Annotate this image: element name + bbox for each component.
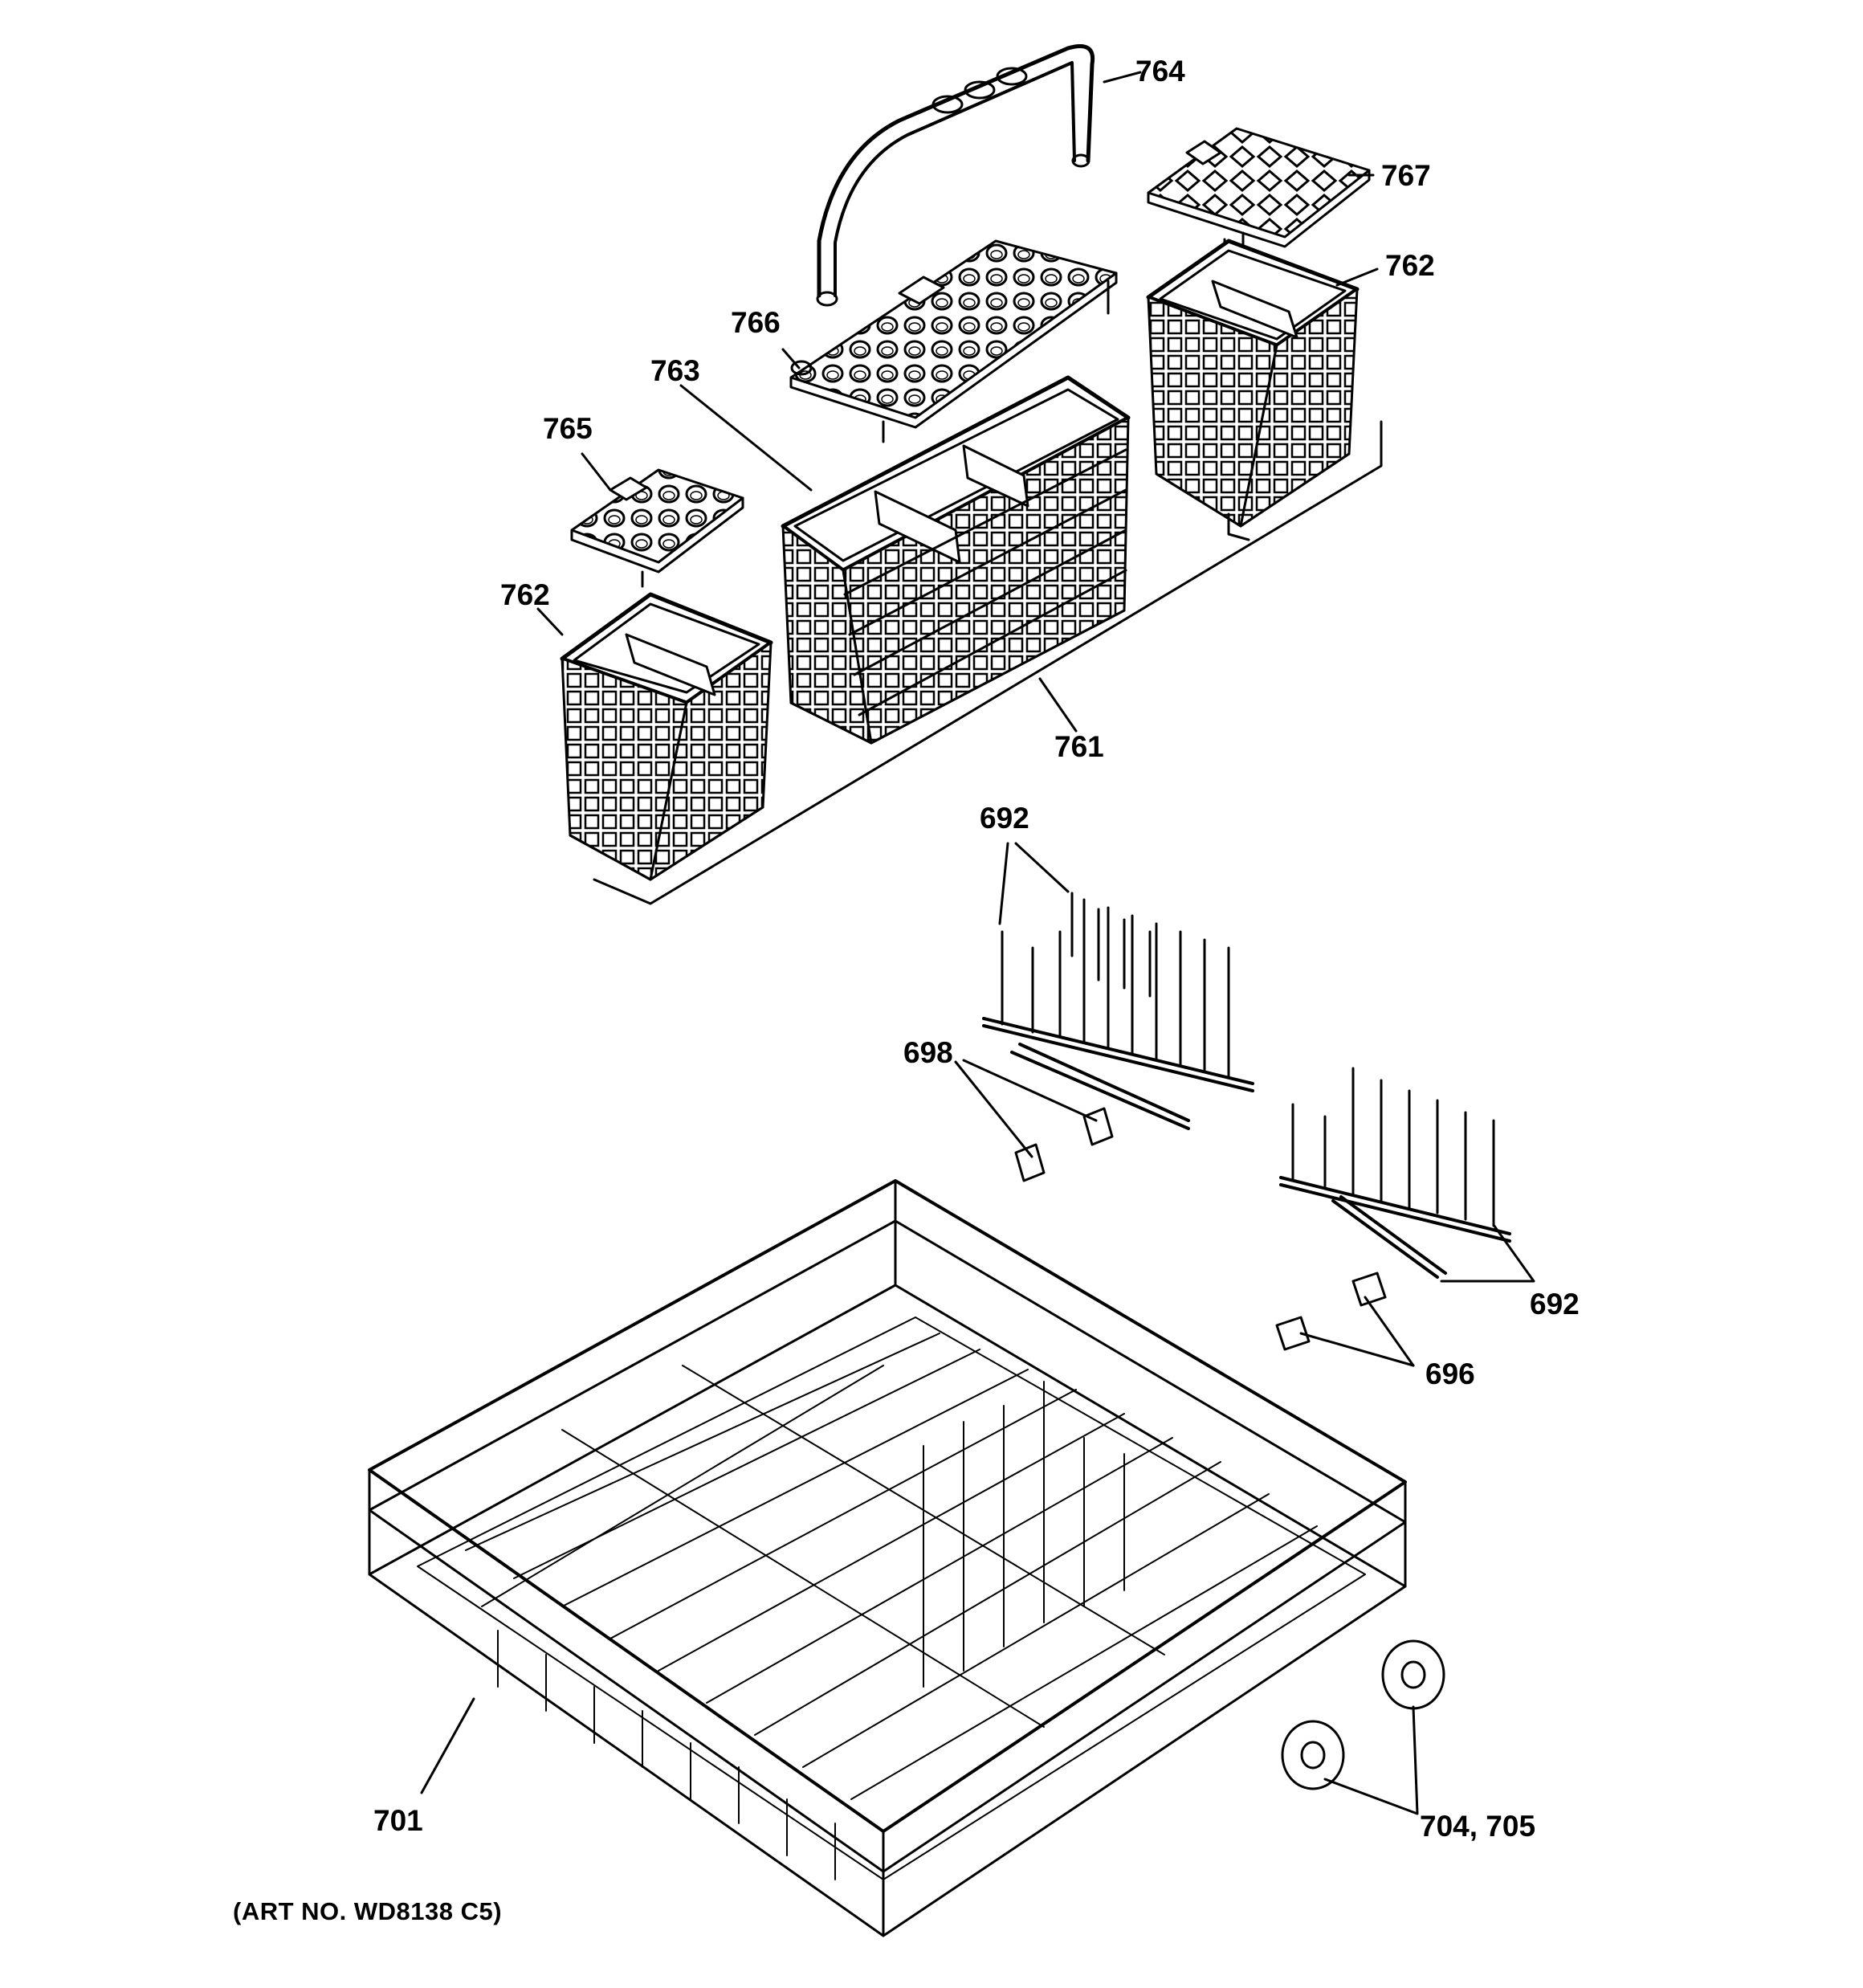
small-basket-cover-left [570,468,744,588]
basket-handle [816,44,1095,307]
small-basket-left [560,592,773,881]
tine-row-top [982,892,1254,1130]
lower-rack [368,1179,1407,1937]
callout-767: 767 [1381,159,1431,192]
callout-692-top: 692 [980,802,1029,835]
leader-lines [420,71,1535,1815]
callout-696: 696 [1425,1357,1475,1390]
rack-wheels [1281,1639,1445,1790]
callout-761: 761 [1054,730,1104,763]
tine-clips-696 [1275,1272,1387,1351]
tine-clips-698 [1014,1107,1114,1182]
small-basket-right [1146,239,1360,541]
callout-765: 765 [543,412,593,445]
art-number: (ART NO. WD8138 C5) [233,1897,503,1925]
callout-701: 701 [373,1804,423,1837]
small-basket-cover [1147,127,1371,252]
callout-766: 766 [731,306,781,339]
large-basket [781,375,1131,745]
callout-698: 698 [903,1036,953,1069]
callout-762-right: 762 [1385,249,1435,282]
callout-763: 763 [650,354,700,387]
callout-764: 764 [1135,55,1185,88]
callout-704-705: 704, 705 [1420,1810,1536,1843]
tine-row-right [1279,1067,1511,1279]
callout-762-left: 762 [500,578,550,611]
large-basket-cover [789,239,1118,443]
callout-692-right: 692 [1530,1288,1580,1321]
assembly-bracket-761 [593,420,1383,905]
